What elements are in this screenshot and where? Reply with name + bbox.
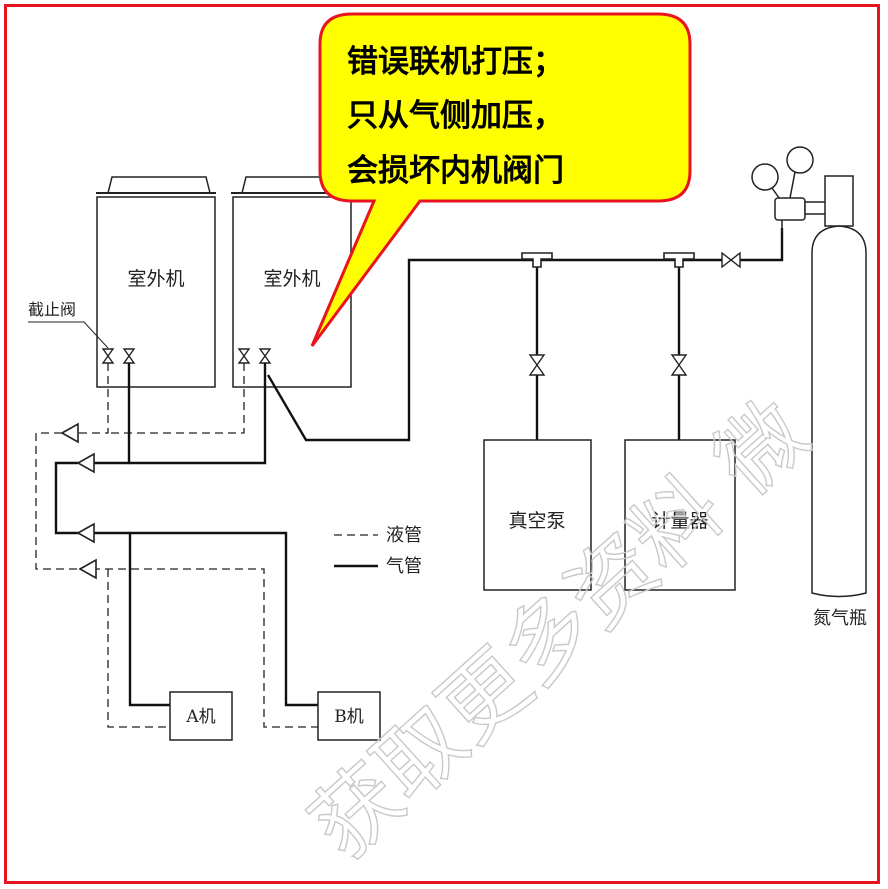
stop-valve-leader <box>28 321 109 349</box>
liquid-pipes <box>35 363 318 728</box>
nitrogen-bottle-label: 氮气瓶 <box>813 608 867 629</box>
outdoor-valves <box>101 348 272 364</box>
meter: 计量器 <box>624 439 736 591</box>
stop-valve-label: 截止阀 <box>28 300 76 319</box>
vacuum-pump-label: 真空泵 <box>508 510 565 532</box>
outdoor-unit-1-label: 室外机 <box>127 268 184 290</box>
indoor-unit-b-label: B机 <box>334 707 364 727</box>
legend: 液管 气管 <box>334 525 422 577</box>
nitrogen-bottle: 氮气瓶 <box>811 175 867 629</box>
meter-label: 计量器 <box>651 510 708 532</box>
gas-pipes <box>54 228 784 707</box>
indoor-unit-a: A机 <box>169 691 233 741</box>
outdoor-unit-2-label: 室外机 <box>263 268 320 290</box>
outdoor-unit-2: 室外机 <box>231 176 352 388</box>
callout-line-3: 会损坏内机阀门 <box>347 153 564 189</box>
legend-gas-label: 气管 <box>386 556 422 577</box>
legend-liquid-label: 液管 <box>386 525 422 546</box>
indoor-unit-b: B机 <box>317 691 381 741</box>
line-valves <box>528 251 741 376</box>
red-frame <box>4 4 880 884</box>
callout-bubble: 错误联机打压； 只从气侧加压， 会损坏内机阀门 <box>310 12 692 347</box>
callout-line-2: 只从气侧加压， <box>347 98 564 134</box>
branch-fittings <box>60 422 97 580</box>
pressure-regulator <box>751 146 838 232</box>
callout-line-1: 错误联机打压； <box>347 44 564 80</box>
indoor-unit-a-label: A机 <box>185 707 215 727</box>
tee-fittings <box>521 252 695 268</box>
outdoor-unit-1: 室外机 <box>96 176 216 388</box>
vacuum-pump: 真空泵 <box>483 439 592 591</box>
